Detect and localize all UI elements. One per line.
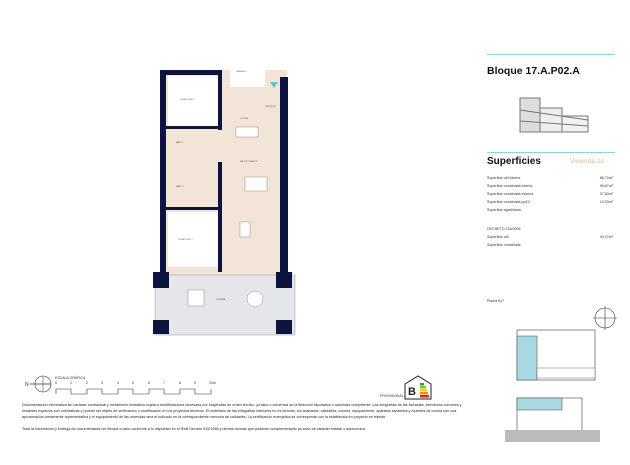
energy-rating-icon: B <box>404 375 432 400</box>
dining-table <box>244 176 268 192</box>
location-label: Planta 617 <box>487 299 505 303</box>
surface-value: 86,70m² <box>599 176 613 180</box>
scale-bar <box>55 388 212 395</box>
surface-value: 37,83m² <box>599 192 613 196</box>
surface-label: Superficie ajardinada <box>487 208 521 212</box>
entrance-marker-icon <box>270 82 278 88</box>
surface-value: 99,87m² <box>599 184 613 188</box>
room-label: LAVADERO <box>236 70 247 73</box>
surface-label: Superficie útil <box>487 235 509 239</box>
room-label: VESTÍBULO <box>265 105 277 108</box>
unit-type: Vivienda 2d <box>570 158 604 165</box>
surface-row: Superficie construida ppZC 10,33m² <box>487 200 613 204</box>
svg-text:N: N <box>25 382 29 388</box>
divider <box>487 54 615 55</box>
divider <box>487 152 615 153</box>
walls <box>153 70 292 334</box>
disclaimer-paragraph: Documentación informativa sin carácter c… <box>22 403 462 419</box>
scale-tick: 5 <box>132 381 134 385</box>
surface-value: 10,33m² <box>599 200 613 204</box>
disclaimer-paragraph: Toda la información y entrega de documen… <box>22 427 367 431</box>
room-label: DORMITORIO 2 <box>178 239 194 241</box>
bedroom-2 <box>168 212 218 267</box>
room-label: BAÑO 1 <box>176 141 184 144</box>
scale-tick: 7 <box>163 381 165 385</box>
north-compass-icon: N <box>25 375 52 393</box>
surface-label: Superficie útil interior <box>487 176 521 180</box>
svg-text:B: B <box>408 386 416 398</box>
surface-row: Superficie útil interior 86,70m² <box>487 176 613 180</box>
scale-label: ESCALA GRÁFICA <box>55 376 86 380</box>
surface-row: Superficie construida interior 99,87m² <box>487 184 613 188</box>
building-render <box>519 97 589 133</box>
surface-label: Superficie construida <box>487 243 521 247</box>
surfaces-title: Superficies <box>487 156 541 167</box>
highlighted-section <box>516 397 563 411</box>
scale-tick: 0 <box>55 381 57 385</box>
ground-hatch <box>505 430 600 442</box>
scale-tick: 8 <box>179 381 181 385</box>
energy-status: PROVISIONAL <box>380 394 404 398</box>
floor-plan: DORMITORIO 1 BAÑO 1 BAÑO 2 COCINA SALÓN … <box>153 67 296 336</box>
room-label: TERRAZA <box>216 298 226 301</box>
unit-title: Bloque 17.A.P02.A <box>487 65 580 77</box>
scale-tick: 3 <box>101 381 103 385</box>
surface-row: Superficie útil 94,27m² <box>487 235 613 239</box>
coffee-table <box>239 221 251 238</box>
scale-tick: 10m <box>209 381 216 385</box>
scale-tick: 2 <box>86 381 88 385</box>
surface-label: Superficie construida ppZC <box>487 200 531 204</box>
compass-icon <box>593 306 617 330</box>
bedroom-1 <box>168 76 218 126</box>
surface-row: Superficie construida exterior 37,83m² <box>487 192 613 196</box>
room-label: BAÑO 2 <box>176 185 184 188</box>
surface-label: Superficie construida exterior <box>487 192 534 196</box>
decreto-title: DECRETO 218/2005 <box>487 227 521 231</box>
room-label: DORMITORIO 1 <box>180 99 196 101</box>
scale-tick: 9 <box>194 381 196 385</box>
laundry <box>230 67 265 87</box>
scale-tick: 4 <box>117 381 119 385</box>
kitchen-island <box>235 126 259 138</box>
highlighted-unit <box>516 335 538 381</box>
location-plans <box>505 306 617 442</box>
surface-row: Superficie construida <box>487 243 613 247</box>
terrace-round-table <box>246 290 264 308</box>
surface-value: 94,27m² <box>599 235 613 239</box>
legal-disclaimer: Documentación informativa sin carácter c… <box>22 402 462 438</box>
room-label: COCINA <box>240 117 248 120</box>
surface-row: Superficie ajardinada <box>487 208 613 212</box>
terrace-table <box>187 289 205 307</box>
scale-tick: 1 <box>70 381 72 385</box>
scale-tick: 6 <box>148 381 150 385</box>
terrace <box>154 274 296 336</box>
room-label: SALÓN COMEDOR <box>240 160 258 163</box>
surface-label: Superficie construida interior <box>487 184 533 188</box>
